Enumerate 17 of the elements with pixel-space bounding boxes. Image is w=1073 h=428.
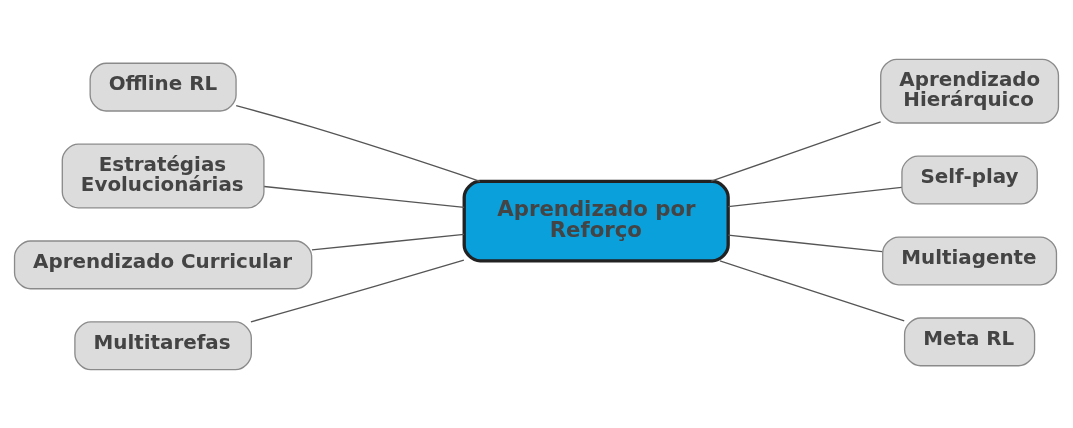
connector — [250, 259, 465, 323]
connector — [263, 185, 465, 208]
node-box: Self-play — [901, 154, 1038, 205]
connector — [710, 120, 882, 182]
connector — [235, 104, 481, 182]
node-box: Aprendizado Curricular — [13, 239, 313, 289]
node-box: Aprendizado Hierárquico — [880, 58, 1060, 124]
connector — [727, 186, 903, 207]
node-box: Multiagente — [882, 235, 1058, 285]
connector — [727, 234, 883, 252]
node-box: Offline RL — [89, 62, 237, 112]
node-box: Aprendizado por Reforço — [462, 179, 730, 263]
node-box: Meta RL — [903, 316, 1036, 366]
connector — [311, 233, 465, 251]
connector — [719, 259, 905, 322]
node-box: Multitarefas — [74, 320, 252, 370]
node-box: Estratégias Evolucionárias — [61, 143, 265, 209]
